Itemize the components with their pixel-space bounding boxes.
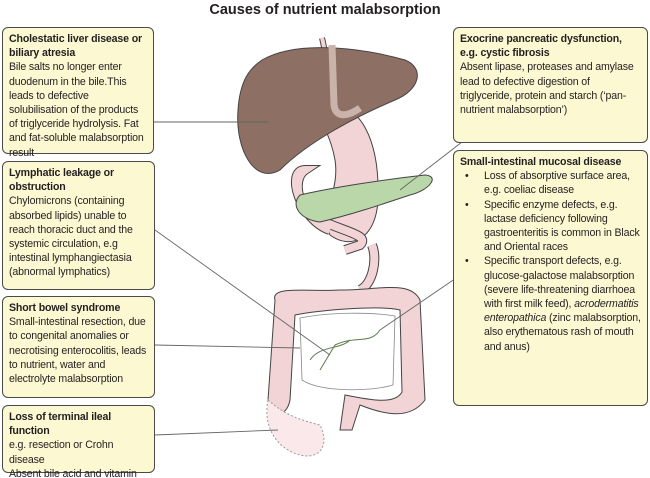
list-item: Specific enzyme defects, e.g. lactase de… — [460, 198, 641, 255]
box-terminal-ileal-function: Loss of terminal ileal function e.g. res… — [2, 405, 155, 478]
box-heading: Cholestatic liver disease or biliary atr… — [9, 33, 142, 60]
box-heading: Short bowel syndrome — [9, 302, 121, 314]
list-item-text: Specific transport defects, e.g. glucose… — [484, 255, 635, 311]
box-body-line: e.g. resection or Crohn disease — [9, 439, 114, 466]
small-intestine — [299, 312, 396, 391]
box-cholestatic-liver-disease: Cholestatic liver disease or biliary atr… — [2, 27, 154, 159]
diagram-title: Causes of nutrient malabsorption — [209, 2, 441, 18]
box-short-bowel-syndrome: Short bowel syndrome Small-intestinal re… — [2, 296, 155, 398]
box-body: Chylomicrons (containing absorbed lipids… — [9, 195, 133, 279]
list-item: Loss of absorptive surface area, e.g. co… — [460, 169, 641, 197]
list-item-italic: acrodermatitis enteropathica — [484, 298, 639, 325]
box-body: Small-intestinal resection, due to conge… — [9, 316, 147, 386]
colon — [267, 287, 426, 431]
box-small-intestinal-mucosal-disease: Small-intestinal mucosal disease Loss of… — [453, 150, 648, 406]
box-lymphatic-leakage: Lymphatic leakage or obstruction Chylomi… — [2, 161, 155, 290]
box-heading: Exocrine pancreatic dysfunction, e.g. cy… — [460, 33, 622, 60]
resected-ileum — [266, 399, 325, 457]
list-item-tail: (zinc malabsorption, also erythematous r… — [484, 312, 641, 353]
list-item: Specific transport defects, e.g. glucose… — [460, 254, 641, 353]
box-body: Bile salts no longer enter duodenum in t… — [9, 61, 144, 159]
box-heading: Loss of terminal ileal function — [9, 411, 112, 438]
leader-lines — [152, 121, 466, 436]
box-body: Absent lipase, proteases and amylase lea… — [460, 61, 634, 117]
box-heading: Small-intestinal mucosal disease — [460, 156, 622, 168]
box-body-line: Absent bile acid and vitamin — [9, 467, 137, 478]
pancreas — [295, 174, 433, 223]
liver — [237, 47, 418, 174]
box-exocrine-pancreatic-dysfunction: Exocrine pancreatic dysfunction, e.g. cy… — [453, 27, 648, 143]
cause-list: Loss of absorptive surface area, e.g. co… — [460, 169, 641, 354]
box-heading: Lymphatic leakage or obstruction — [9, 167, 114, 194]
